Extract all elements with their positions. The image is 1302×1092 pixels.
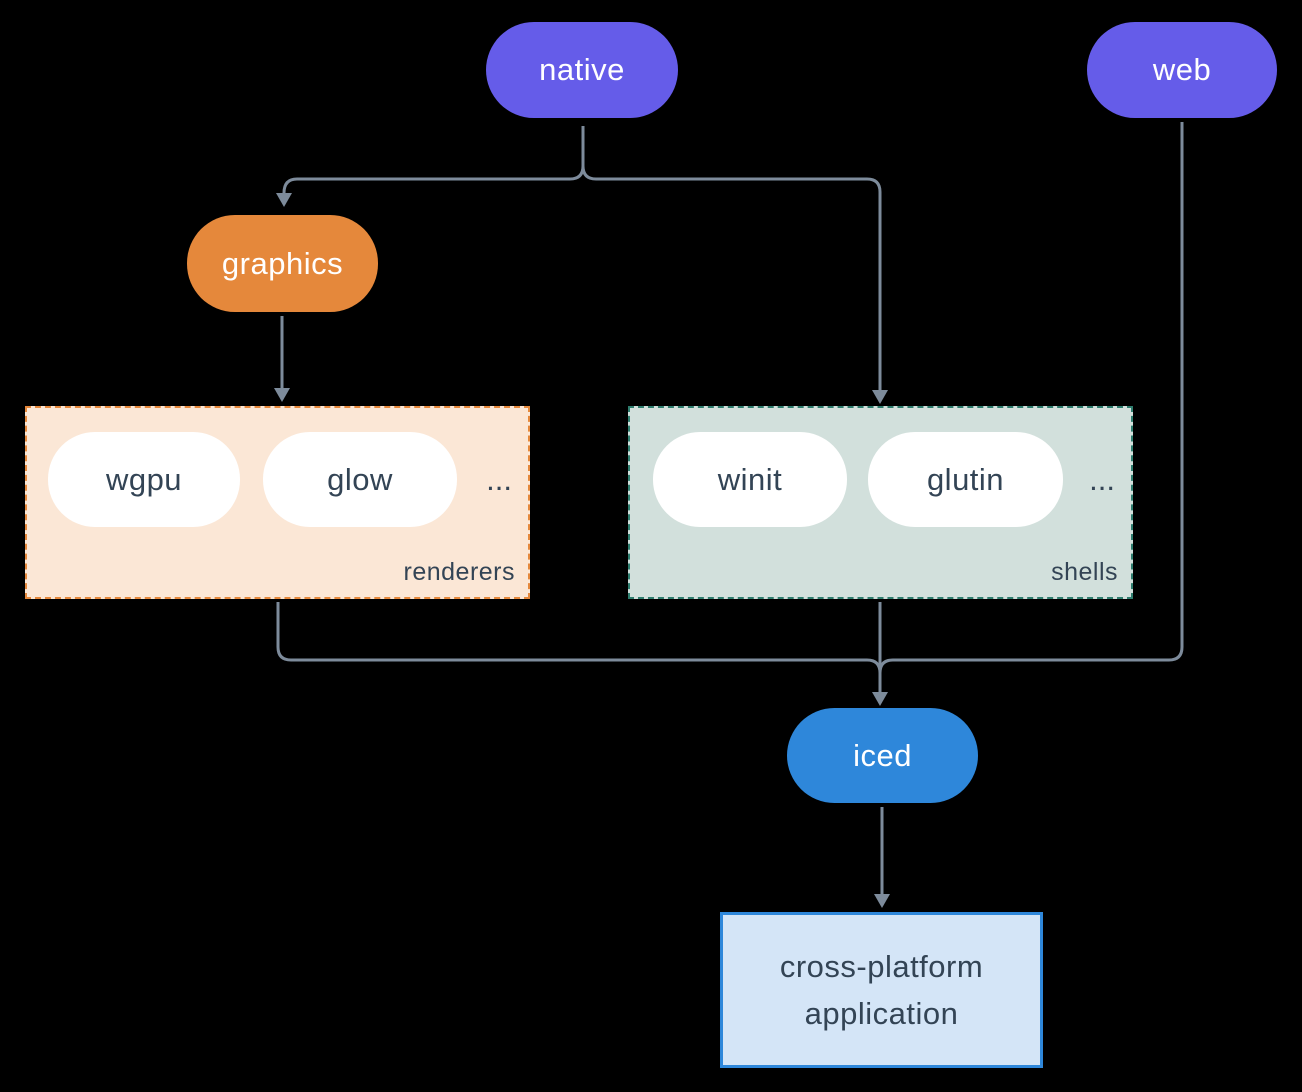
arrowhead-graphics — [276, 193, 292, 207]
app-label-line-1: cross-platform — [779, 948, 984, 984]
renderers-ellipsis: ... — [486, 461, 512, 497]
node-glutin: glutin — [868, 432, 1063, 527]
node-winit-label: winit — [717, 461, 783, 497]
node-glow: glow — [263, 432, 457, 527]
node-winit: winit — [653, 432, 847, 527]
node-iced-label: iced — [853, 737, 912, 773]
renderers-group-label: renderers — [403, 558, 515, 586]
node-graphics-label: graphics — [221, 245, 344, 281]
arrowhead-iced — [872, 692, 888, 706]
node-web-label: web — [1152, 52, 1212, 87]
node-cross-platform-application: cross-platform application — [720, 912, 1043, 1068]
node-glow-label: glow — [327, 461, 393, 497]
edge-native-to-graphics — [282, 126, 585, 194]
edge-native-to-shells — [581, 165, 882, 390]
app-label-line-2: application — [804, 996, 959, 1031]
group-renderers: wgpu glow ... renderers — [25, 406, 530, 599]
node-glutin-label: glutin — [926, 461, 1005, 497]
arrowhead-app — [874, 894, 890, 908]
node-wgpu-label: wgpu — [105, 461, 183, 497]
node-graphics: graphics — [187, 215, 378, 312]
arrowhead-shells — [872, 390, 888, 404]
arrowhead-renderers — [274, 388, 290, 402]
edge-renderers-to-merge — [276, 602, 882, 674]
node-native-label: native — [539, 52, 625, 87]
group-shells: winit glutin ... shells — [628, 406, 1133, 599]
node-iced: iced — [787, 708, 978, 803]
shells-ellipsis: ... — [1089, 461, 1115, 497]
node-wgpu: wgpu — [48, 432, 240, 527]
node-web: web — [1087, 22, 1277, 118]
shells-group-label: shells — [1051, 558, 1118, 586]
node-native: native — [486, 22, 678, 118]
